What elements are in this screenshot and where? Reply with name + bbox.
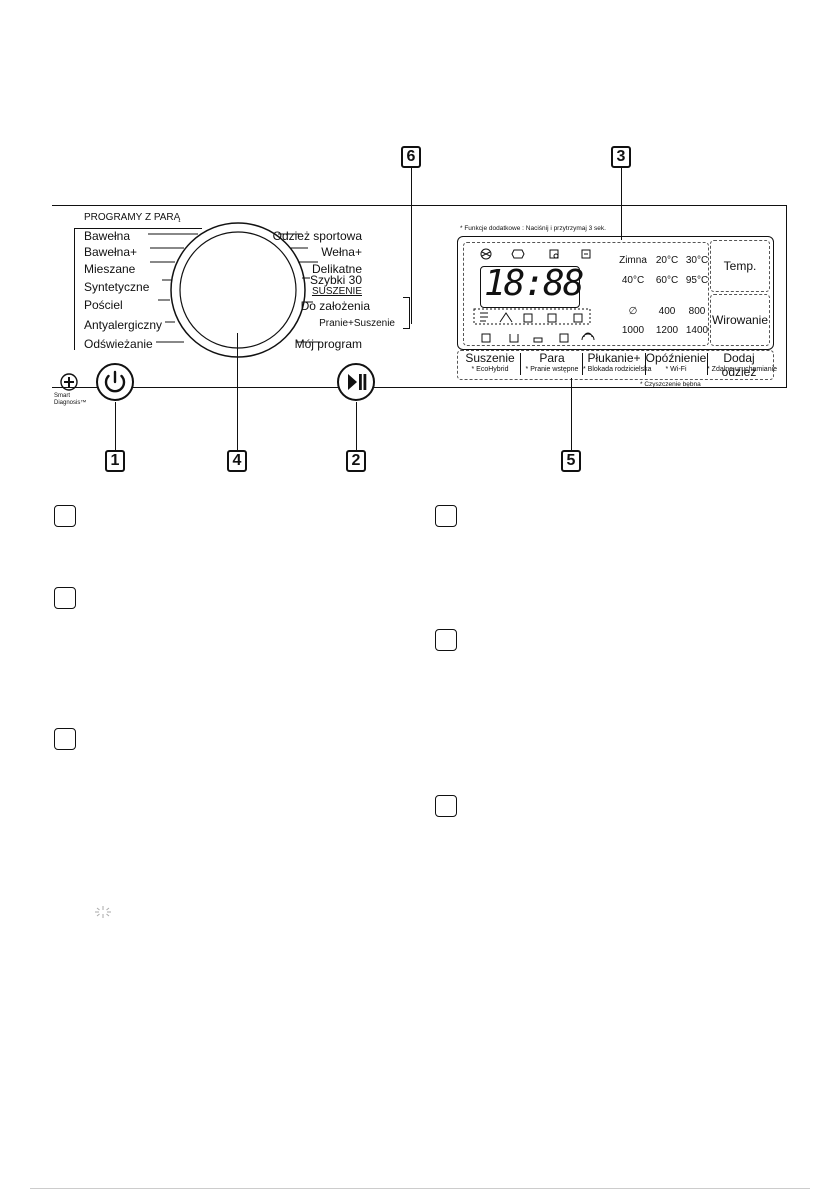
spin-1200: 1200 (655, 325, 679, 336)
legend-box-right-2 (435, 629, 457, 651)
programs-bracket (74, 228, 75, 350)
callout-4-line (237, 333, 238, 450)
spin-800: 800 (688, 306, 706, 317)
spin-button[interactable]: Wirowanie (710, 294, 770, 346)
callout-3: 3 (611, 146, 631, 168)
time-digits: 18:88 (484, 263, 584, 304)
delay-option-label: Opóźnienie (645, 351, 707, 365)
callout-2: 2 (346, 450, 366, 472)
add-item-option-sub: * Zdalne uruchamianie (707, 366, 778, 373)
smart-diagnosis-label: Smart Diagnosis™ (54, 393, 87, 406)
callout-5-line (571, 378, 572, 450)
steam-option-sub: * Pranie wstępne (525, 366, 579, 373)
delay-option-sub: * Wi-Fi (665, 366, 687, 373)
temp-20: 20°C (655, 255, 679, 266)
display-icons (473, 248, 595, 343)
display-note: * Funkcje dodatkowe : Naciśnij i przytrz… (460, 225, 606, 232)
program-welna-plus[interactable]: Wełna+ (321, 245, 362, 259)
callout-1-line (115, 402, 116, 450)
callout-2-line (356, 402, 357, 450)
program-odziez-sportowa[interactable]: Odzież sportowa (272, 229, 362, 243)
callout-5: 5 (561, 450, 581, 472)
callout-6-line (411, 168, 412, 324)
spin-1400: 1400 (685, 325, 709, 336)
program-do-zalozenia[interactable]: Do założenia (300, 299, 370, 313)
temp-button-label: Temp. (723, 259, 757, 273)
callout-6: 6 (401, 146, 421, 168)
option-button-row (457, 350, 774, 380)
temp-zimna: Zimna (619, 255, 647, 266)
time-display (480, 266, 580, 308)
spin-400: 400 (658, 306, 676, 317)
spin-button-label: Wirowanie (711, 313, 768, 327)
delay-option-button[interactable]: Opóźnienie (645, 351, 707, 365)
program-antyalergiczny[interactable]: Antyalergiczny (84, 318, 163, 332)
program-moj-program[interactable]: Mój program (294, 337, 362, 351)
display-inner (463, 242, 709, 346)
program-delikatne[interactable]: Delikatne (311, 262, 362, 276)
temp-60: 60°C (655, 275, 679, 286)
drying-header: SUSZENIE (311, 286, 362, 297)
temp-95: 95°C (685, 275, 709, 286)
callout-1: 1 (105, 450, 125, 472)
programs-header: PROGRAMY Z PARĄ (84, 212, 181, 223)
program-odswiezanie[interactable]: Odświeżanie (84, 337, 153, 351)
legend-box-left-3 (54, 728, 76, 750)
option-divider-1 (520, 353, 521, 375)
page-bottom-rule (30, 1188, 810, 1189)
option-divider-2 (582, 353, 583, 375)
drying-bracket (403, 297, 410, 329)
programs-bracket-top (74, 228, 202, 229)
program-bawelna-plus[interactable]: Bawełna+ (84, 245, 138, 259)
legend-box-right-3 (435, 795, 457, 817)
sparkle-icon (95, 906, 111, 918)
steam-option-button[interactable]: Para (521, 351, 583, 365)
legend-box-left-2 (54, 587, 76, 609)
temp-40: 40°C (621, 275, 645, 286)
add-item-option-label: Dodaj odzież (721, 351, 757, 379)
legend-box-left-1 (54, 505, 76, 527)
spin-no-spin-icon: ∅ (628, 306, 638, 317)
temp-button[interactable]: Temp. (710, 240, 770, 292)
drying-option-button[interactable]: Suszenie (460, 351, 520, 365)
callout-4: 4 (227, 450, 247, 472)
program-szybki-30[interactable]: Szybki 30 (309, 273, 362, 287)
add-item-option-button[interactable]: Dodaj odzież (707, 351, 771, 379)
rinse-option-label: Płukanie+ (587, 351, 641, 365)
program-bawelna[interactable]: Bawełna (84, 229, 131, 243)
drum-clean-label: * Czyszczenie bębna (640, 381, 701, 388)
program-dial[interactable] (120, 220, 360, 360)
program-pranie-suszenie[interactable]: Pranie+Suszenie (319, 318, 395, 329)
program-syntetyczne[interactable]: Syntetyczne (84, 280, 150, 294)
drying-option-label: Suszenie (465, 351, 515, 365)
smart-diagnosis-icon (60, 373, 78, 391)
drying-option-sub: * EcoHybrid (471, 366, 509, 373)
spin-1000: 1000 (621, 325, 645, 336)
rinse-option-sub: * Blokada rodzicielska (583, 366, 652, 373)
callout-3-line (621, 168, 622, 240)
program-mieszane[interactable]: Mieszane (84, 262, 136, 276)
rinse-option-button[interactable]: Płukanie+ (583, 351, 645, 365)
program-posciel[interactable]: Pościel (84, 298, 123, 312)
option-divider-3 (645, 353, 646, 375)
steam-option-label: Para (539, 351, 565, 365)
temp-30: 30°C (685, 255, 709, 266)
option-divider-4 (707, 353, 708, 375)
power-button[interactable] (95, 362, 135, 402)
legend-box-right-1 (435, 505, 457, 527)
start-pause-button[interactable] (336, 362, 376, 402)
display-panel (457, 236, 774, 350)
control-panel (52, 205, 787, 388)
